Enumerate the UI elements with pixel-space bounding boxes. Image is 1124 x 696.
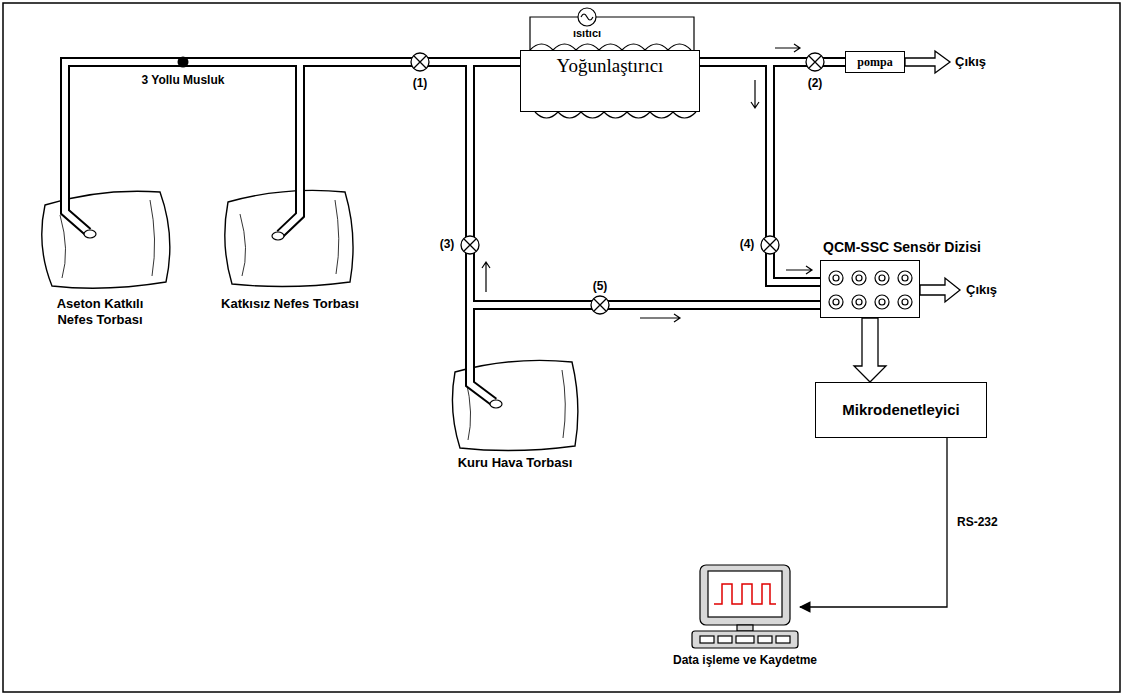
valve-number: (4) [740, 237, 755, 251]
bag-label: Aseton Katkılı Nefes Torbası [38, 296, 162, 327]
valve-label: 3 Yollu Musluk [142, 73, 225, 87]
node-heading: Data işleme ve Kaydetme [673, 653, 817, 667]
bag-label: Katkısız Nefes Torbası [221, 296, 359, 312]
bag-label: Kuru Hava Torbası [458, 455, 573, 471]
node-heading: QCM-SSC Sensör Dizisi [823, 239, 981, 256]
node-label: pompa [857, 55, 892, 69]
node-label: Mikrodenetleyici [842, 401, 960, 419]
heater-label: ısıtıcı [573, 27, 601, 40]
qcm-sensor-elements [829, 271, 912, 309]
signal-block-arrow [854, 318, 886, 382]
outlet-label: Çıkış [955, 54, 986, 70]
node-label: Yoğunlaştırıcı [557, 55, 664, 78]
condenser-box: Yoğunlaştırıcı [520, 50, 700, 112]
edge-label: RS-232 [955, 515, 1000, 529]
valve-number: (3) [440, 237, 455, 251]
three-way-valve-dot [178, 57, 189, 68]
flow-arrows [482, 44, 812, 322]
outlet-arrow [905, 51, 960, 302]
computer-icon: Data işleme ve Kaydetme [690, 562, 800, 650]
sensor-array: QCM-SSC Sensör Dizisi [820, 260, 920, 318]
pipe-bore [65, 62, 820, 402]
outlet-label: Çıkış [966, 282, 997, 298]
serial-cable [800, 438, 947, 607]
valve-number: (5) [593, 279, 608, 293]
microcontroller-box: Mikrodenetleyici [815, 382, 987, 438]
computer-illustration [692, 565, 798, 648]
pipe-connector [700, 62, 820, 282]
valve-number: (1) [413, 76, 428, 90]
pipe-outline [65, 62, 820, 402]
bag-openings [84, 230, 502, 408]
valve-number: (2) [808, 76, 823, 90]
pump-box: pompa [845, 51, 905, 73]
pipe-bore [700, 62, 820, 282]
frame [3, 3, 1120, 692]
